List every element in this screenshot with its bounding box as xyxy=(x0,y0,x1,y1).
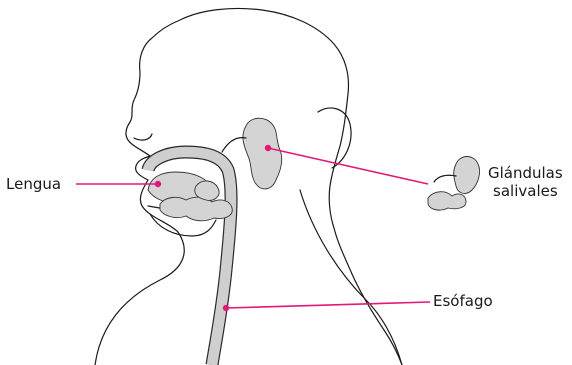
label-glandulas-line1: Glándulas xyxy=(488,164,563,182)
salivary-gland-icon xyxy=(428,157,480,211)
sublingual-gland xyxy=(160,197,232,221)
label-esofago: Esófago xyxy=(433,292,493,310)
ear xyxy=(318,108,351,168)
label-glandulas-line2: salivales xyxy=(488,182,563,200)
nostril xyxy=(134,134,152,140)
head-outline xyxy=(95,8,402,365)
neck-back xyxy=(300,190,402,365)
label-glandulas-salivales: Glándulas salivales xyxy=(488,164,563,200)
leader-esofago-dot xyxy=(223,305,229,311)
leader-glandulas-dot xyxy=(265,145,271,151)
leader-esofago xyxy=(226,302,430,308)
label-lengua: Lengua xyxy=(6,175,61,193)
leader-glandulas xyxy=(268,148,428,184)
leader-lengua-dot xyxy=(155,181,161,187)
parotid-gland xyxy=(243,118,282,189)
parotid-duct xyxy=(222,138,246,152)
